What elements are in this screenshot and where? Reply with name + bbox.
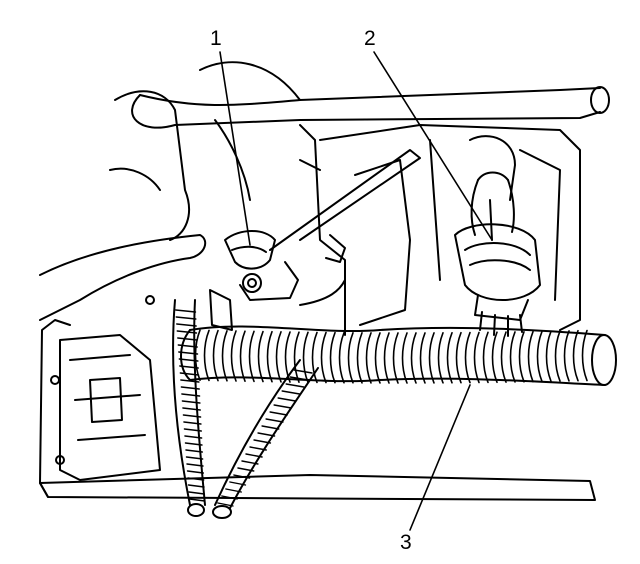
- wire-harness-conduit: [180, 325, 617, 386]
- upper-tube: [131, 61, 610, 201]
- leader-line-1: [219, 51, 251, 246]
- frame-rail: [39, 319, 596, 501]
- leader-line-3: [409, 384, 471, 531]
- component-housing: [299, 124, 581, 336]
- left-mechanism: [39, 90, 233, 481]
- leader-lines: [219, 51, 493, 531]
- small-conduits: [172, 299, 319, 519]
- electrical-connector: [454, 171, 541, 337]
- leader-line-2: [373, 51, 493, 241]
- callout-3: 3: [400, 531, 412, 554]
- callout-1: 1: [210, 27, 222, 50]
- callout-2: 2: [364, 27, 376, 50]
- bracket-clamp: [224, 149, 421, 306]
